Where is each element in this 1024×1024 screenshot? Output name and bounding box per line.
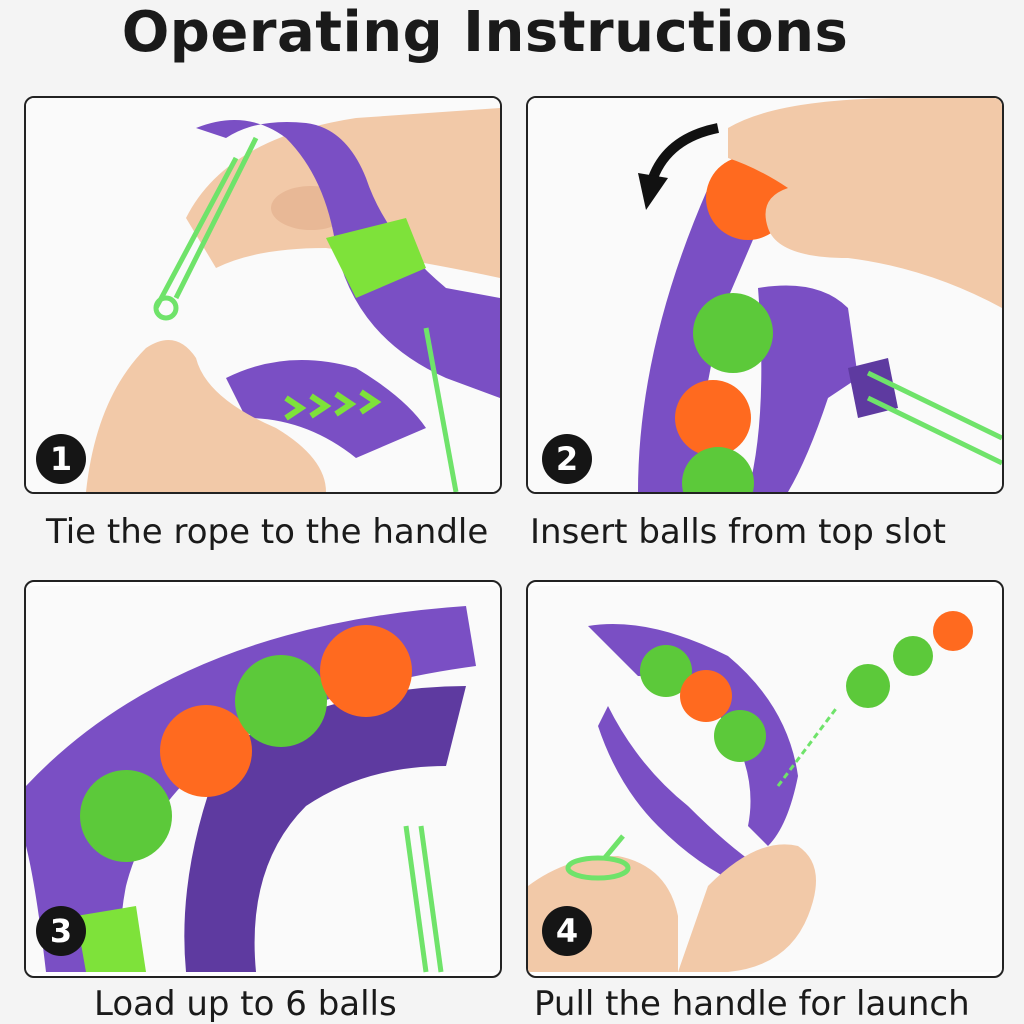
step-4-caption: Pull the handle for launch — [534, 984, 970, 1024]
step-3-panel — [24, 580, 502, 978]
step-2-illustration — [528, 98, 1002, 492]
step-3-number-badge: 3 — [36, 906, 86, 956]
step-2-caption: Insert balls from top slot — [530, 512, 946, 552]
step-1-illustration — [26, 98, 500, 492]
step-2-number-badge: 2 — [542, 434, 592, 484]
step-2-panel — [526, 96, 1004, 494]
step-3-caption: Load up to 6 balls — [94, 984, 397, 1024]
step-3-illustration — [26, 586, 500, 973]
page-title: Operating Instructions — [121, 0, 849, 65]
step-4-number-badge: 4 — [542, 906, 592, 956]
insert-arrow-icon — [648, 123, 720, 180]
step-4-illustration — [528, 586, 1002, 972]
step-4-panel — [526, 580, 1004, 978]
step-1-panel — [24, 96, 502, 494]
step-1-number-badge: 1 — [36, 434, 86, 484]
step-1-caption: Tie the rope to the handle — [46, 512, 489, 552]
